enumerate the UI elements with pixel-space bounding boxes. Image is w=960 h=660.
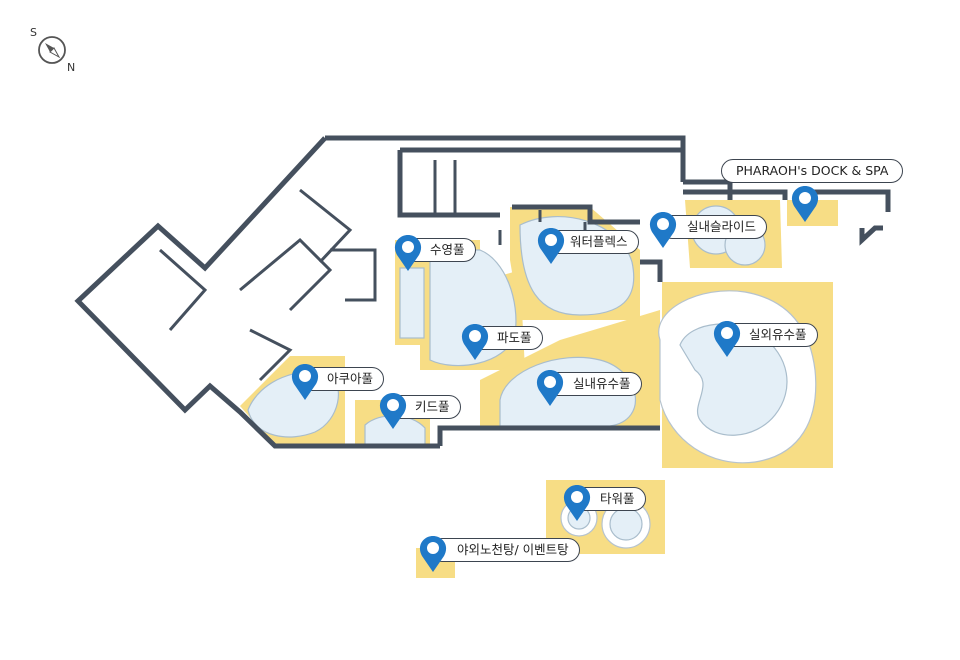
compass-north-label: N xyxy=(67,61,76,74)
label-indoor-pool-text[interactable]: 실내유수풀 xyxy=(546,372,642,396)
label-indoor-slide-text[interactable]: 실내슬라이드 xyxy=(660,215,768,239)
compass: S N xyxy=(28,26,88,76)
label-pharaoh[interactable]: PHARAOH's DOCK & SPA xyxy=(721,159,904,183)
location-pin-icon xyxy=(649,212,677,248)
building-walls xyxy=(74,135,891,449)
location-pin-icon xyxy=(791,186,819,222)
location-pin-icon xyxy=(291,364,319,400)
location-pin-icon xyxy=(536,370,564,406)
location-pin-icon xyxy=(394,235,422,271)
location-pin-icon xyxy=(419,536,447,572)
label-open-bath-text[interactable]: 야외노천탕/ 이벤트탕 xyxy=(430,538,580,562)
location-pin-icon xyxy=(713,321,741,357)
location-pin-icon xyxy=(563,485,591,521)
location-pin-icon xyxy=(461,324,489,360)
compass-south-label: S xyxy=(30,26,37,39)
compass-icon xyxy=(38,36,66,64)
location-pin-icon xyxy=(537,228,565,264)
location-pin-icon xyxy=(379,393,407,429)
